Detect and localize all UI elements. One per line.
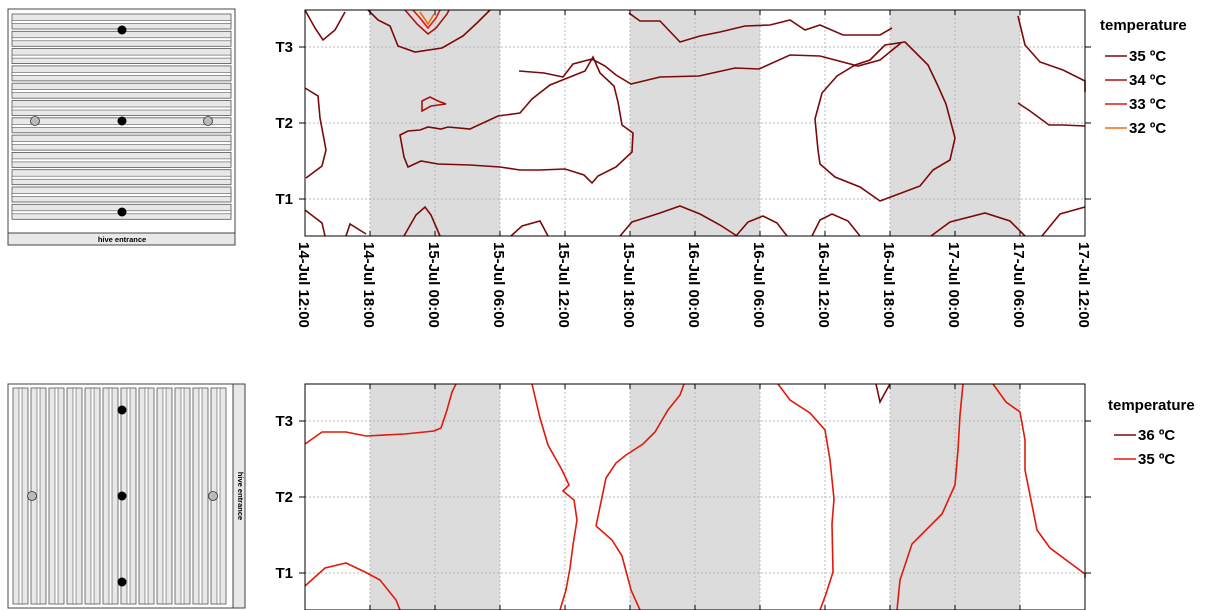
hive-entrance-strip — [7, 232, 236, 246]
x-ticks-top: 14-Jul 12:00 14-Jul 18:00 15-Jul 00:00 15-J… — [295, 242, 1092, 328]
x-tick-label: 17-Jul 12:00 — [1075, 242, 1092, 328]
grid-top — [305, 10, 1085, 236]
hive-frame-gap — [180, 387, 185, 605]
x-tick-label: 16-Jul 00:00 — [685, 242, 702, 328]
hive-frame-gap — [11, 106, 232, 111]
hive-frame-gap — [72, 387, 77, 605]
hive-frame-gap — [198, 387, 203, 605]
hive-frame-gap — [11, 20, 232, 24]
contour-lines-top — [304, 9, 1086, 237]
legend-item: 33 ºC — [1129, 96, 1166, 113]
x-tick-label: 15-Jul 00:00 — [425, 242, 442, 328]
y-tick-label: T3 — [275, 39, 293, 56]
sensor-marker — [117, 491, 127, 501]
legend-item: 35 ºC — [1138, 451, 1175, 468]
x-tick-label: 16-Jul 18:00 — [880, 242, 897, 328]
hive-frame-gap — [11, 158, 232, 163]
hive-diagram-bottom — [7, 383, 246, 609]
contour-chart-top: T1 T2 T3 14-Jul 12:00 14-Jul 18:00 15-Jul 00… — [275, 9, 1092, 328]
hive-frame-gap — [11, 37, 232, 42]
hive-entrance-strip — [232, 383, 246, 609]
x-tick-label: 15-Jul 12:00 — [555, 242, 572, 328]
contour-35-top — [304, 9, 1086, 237]
y-tick-label: T2 — [275, 115, 293, 132]
contour-35-bottom — [304, 383, 1086, 610]
grid-bottom — [305, 384, 1085, 610]
y-ticks-bottom: T1 T2 T3 — [275, 384, 1091, 610]
x-tick-label: 15-Jul 06:00 — [490, 242, 507, 328]
hive-diagram-top — [7, 8, 236, 246]
contour-32-top — [419, 11, 435, 26]
y-tick-label: T1 — [275, 565, 293, 582]
contour-lines-bottom — [304, 383, 1086, 610]
hive-frame-gap — [36, 387, 41, 605]
sensor-marker-grey — [30, 116, 40, 126]
sensor-marker — [117, 577, 127, 587]
legend-title-bottom: temperature — [1108, 397, 1195, 414]
contour-33-top — [412, 9, 441, 30]
hive-frame-gap — [162, 387, 167, 605]
legend-item: 32 ºC — [1129, 120, 1166, 137]
hive-frame-gap — [108, 387, 113, 605]
hive-frame-gap — [11, 141, 232, 145]
legend-title-top: temperature — [1100, 17, 1187, 34]
y-ticks-top: T1 T2 T3 — [275, 10, 1091, 236]
hive-entrance-label-top: hive entrance — [98, 235, 146, 244]
hive-frame-gap — [11, 89, 232, 93]
sensor-marker — [117, 25, 127, 35]
hive-frame-gap — [90, 387, 95, 605]
y-tick-label: T1 — [275, 191, 293, 208]
contour-34-top — [404, 9, 450, 113]
x-tick-label: 17-Jul 00:00 — [945, 242, 962, 328]
hive-frame-gap — [18, 387, 23, 605]
legend-top: temperature 35 ºC 34 ºC 33 ºC 32 ºC — [1100, 17, 1187, 137]
hive-frame-gap — [54, 387, 59, 605]
hive-frame-gap — [11, 72, 232, 76]
x-tick-label: 17-Jul 06:00 — [1010, 242, 1027, 328]
contour-chart-bottom: T1 T2 T3 — [275, 383, 1091, 610]
y-tick-label: T2 — [275, 489, 293, 506]
x-tick-label: 16-Jul 12:00 — [815, 242, 832, 328]
legend-bottom: temperature 36 ºC 35 ºC — [1108, 397, 1195, 468]
sensor-marker-grey — [27, 491, 37, 501]
legend-item: 34 ºC — [1129, 72, 1166, 89]
legend-item: 36 ºC — [1138, 427, 1175, 444]
hive-frame-gap — [11, 54, 232, 59]
y-tick-label: T3 — [275, 413, 293, 430]
sensor-marker-grey — [203, 116, 213, 126]
legend-item: 35 ºC — [1129, 48, 1166, 65]
x-tick-label: 15-Jul 18:00 — [620, 242, 637, 328]
sensor-marker-grey — [208, 491, 218, 501]
hive-entrance-label-bottom: hive entrance — [236, 472, 245, 520]
x-tick-label: 14-Jul 18:00 — [360, 242, 377, 328]
x-tick-label: 16-Jul 06:00 — [750, 242, 767, 328]
sensor-marker — [117, 207, 127, 217]
hive-frame-gap — [126, 387, 131, 605]
hive-frame-gap — [144, 387, 149, 605]
x-tick-label: 14-Jul 12:00 — [295, 242, 312, 328]
hive-frame-gap — [11, 193, 232, 197]
sensor-marker — [117, 116, 127, 126]
hive-frame-gap — [11, 175, 232, 180]
contour-36-bottom — [875, 383, 891, 405]
sensor-marker — [117, 405, 127, 415]
